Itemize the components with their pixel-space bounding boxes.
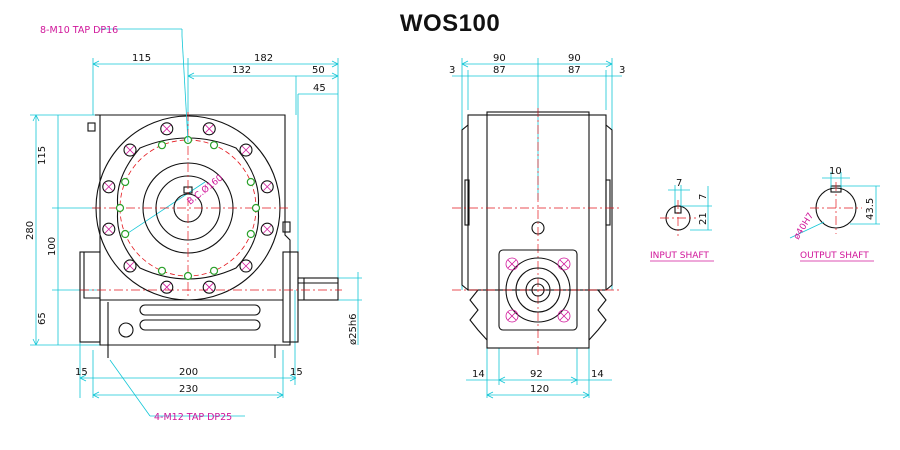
dim-side-top-90-left: 90 (493, 53, 506, 64)
dim-front-bottom-15-left: 15 (75, 367, 88, 378)
flange-bolt-hole (123, 259, 137, 273)
dim-side-bottom-120: 120 (530, 384, 549, 395)
tap-note-top: 8-M10 TAP DP16 (40, 25, 118, 36)
dim-front-top-50: 50 (312, 65, 325, 76)
bolt-hole-cross (204, 282, 214, 292)
dim-front-bottom-15-right: 15 (290, 367, 303, 378)
dim-side-bottom-14-right: 14 (591, 369, 604, 380)
dim-side-bottom-92: 92 (530, 369, 543, 380)
front-view: 8-M10 TAP DP16 4-M12 TAP DP25 B.C.Ø160 1… (25, 25, 362, 423)
dim-front-top-45: 45 (313, 83, 326, 94)
output-shaft-section: 10 43.5 ø40H7 OUTPUT SHAFT (789, 166, 880, 262)
dim-front-bottom-200: 200 (179, 367, 198, 378)
flange-bolt-hole (160, 122, 174, 136)
dim-side-bottom-14-left: 14 (472, 369, 485, 380)
flange-bolt-hole (260, 222, 274, 236)
input-dim-21: 21 (698, 212, 709, 225)
dim-front-left-280: 280 (25, 221, 36, 240)
flange-bolt-hole (102, 222, 116, 236)
drawing-title: WOS100 (399, 10, 501, 37)
bolt-hole-cross (104, 182, 114, 192)
tap-note-bottom: 4-M12 TAP DP25 (154, 412, 232, 423)
tapped-hole (246, 229, 255, 239)
dim-front-top-132: 132 (232, 65, 251, 76)
dim-front-top-115: 115 (132, 53, 151, 64)
tapped-hole (246, 177, 255, 187)
side-view: 90 90 87 87 3 3 14 92 14 120 (449, 53, 625, 399)
dim-front-left-65: 65 (37, 312, 48, 325)
flange-bolt-hole (239, 259, 253, 273)
flange-bolt-hole (260, 180, 274, 194)
bolt-hole-cross (125, 261, 135, 271)
flange-bolt-hole (202, 280, 216, 294)
bolt-hole-cross (125, 145, 135, 155)
tapped-hole (183, 271, 193, 281)
bolt-hole-cross (241, 261, 251, 271)
tapped-hole (121, 177, 130, 187)
bolt-hole-cross (104, 224, 114, 234)
dim-side-top-3-right: 3 (619, 65, 625, 76)
dim-side-top-90-right: 90 (568, 53, 581, 64)
dim-side-top-3-left: 3 (449, 65, 455, 76)
output-shaft-label: OUTPUT SHAFT (800, 251, 869, 261)
bolt-hole-cross (162, 124, 172, 134)
flange-bolt-hole (123, 143, 137, 157)
input-dim-7-side: 7 (698, 194, 709, 200)
flange-bolt-hole (202, 122, 216, 136)
dim-front-left-100: 100 (47, 237, 58, 256)
dim-shaft-diameter: ø25h6 (348, 313, 359, 345)
tapped-hole (251, 203, 261, 213)
dim-side-top-87-left: 87 (493, 65, 506, 76)
bolt-hole-cross (241, 145, 251, 155)
dim-front-left-115: 115 (37, 146, 48, 165)
flange-bolt-hole (102, 180, 116, 194)
flange-bolt-hole (239, 143, 253, 157)
output-bore-dim: ø40H7 (792, 211, 816, 241)
bolt-hole-cross (262, 182, 272, 192)
input-shaft-label: INPUT SHAFT (650, 251, 709, 261)
tapped-hole (209, 141, 219, 150)
tapped-hole (157, 141, 167, 150)
tapped-hole (157, 266, 167, 275)
input-dim-7-top: 7 (676, 178, 682, 189)
bolt-hole-cross (162, 282, 172, 292)
output-dim-435: 43.5 (865, 198, 876, 220)
dim-side-top-87-right: 87 (568, 65, 581, 76)
bolt-hole-cross (204, 124, 214, 134)
tapped-hole (209, 266, 219, 275)
output-dim-10: 10 (829, 166, 842, 177)
dim-front-top-182: 182 (254, 53, 273, 64)
bolt-hole-cross (262, 224, 272, 234)
tapped-hole (121, 229, 130, 239)
tapped-hole (115, 203, 125, 213)
dim-front-bottom-230: 230 (179, 384, 198, 395)
input-shaft-section: 7 7 21 INPUT SHAFT (650, 178, 714, 262)
flange-bolt-hole (160, 280, 174, 294)
